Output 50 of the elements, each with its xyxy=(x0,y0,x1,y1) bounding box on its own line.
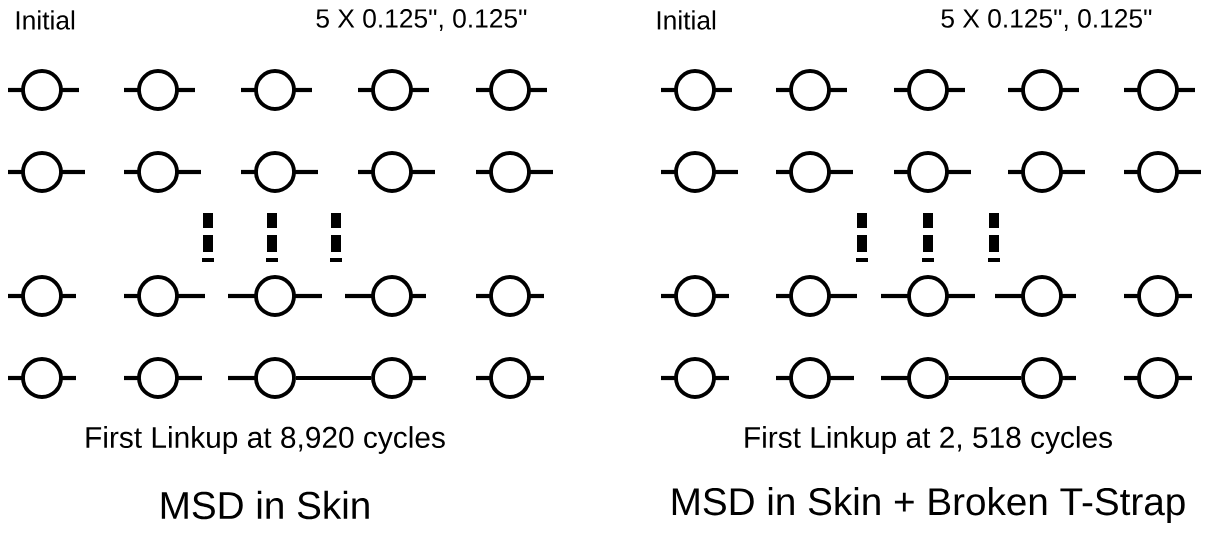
linkup-crack xyxy=(948,375,1022,381)
rivet-hole xyxy=(674,151,716,193)
rivet-hole xyxy=(137,357,179,399)
rivet-hole xyxy=(254,357,296,399)
rivet-hole xyxy=(1137,275,1179,317)
rivet-hole xyxy=(1021,275,1063,317)
rivet-hole xyxy=(1021,151,1063,193)
rivet-hole xyxy=(254,275,296,317)
rivet-hole xyxy=(489,357,531,399)
rivet-hole xyxy=(371,151,413,193)
rivet-hole xyxy=(674,69,716,111)
rivet-hole xyxy=(137,151,179,193)
hole-dimension: 5 X 0.125", 0.125" xyxy=(316,9,527,31)
rivet-hole xyxy=(21,151,63,193)
rivet-hole xyxy=(371,357,413,399)
rivet-hole xyxy=(907,69,949,111)
rivet-hole xyxy=(1137,151,1179,193)
rivet-hole xyxy=(137,69,179,111)
rivet-hole xyxy=(254,69,296,111)
panel-label: Initial xyxy=(657,10,716,30)
rivet-hole xyxy=(21,275,63,317)
rivet-hole xyxy=(1021,357,1063,399)
rivet-hole xyxy=(789,275,831,317)
rivet-hole xyxy=(371,69,413,111)
rivet-hole xyxy=(1021,69,1063,111)
rivet-hole xyxy=(254,151,296,193)
rivet-hole xyxy=(789,357,831,399)
result-note: First Linkup at 2, 518 cycles xyxy=(745,426,1112,454)
linkup-crack xyxy=(295,375,372,381)
rivet-hole xyxy=(137,275,179,317)
rivet-hole xyxy=(489,151,531,193)
rivet-hole xyxy=(489,275,531,317)
rivet-hole xyxy=(674,357,716,399)
panel-title: MSD in Skin xyxy=(161,490,369,520)
rivet-hole xyxy=(21,357,63,399)
rivet-hole xyxy=(489,69,531,111)
rivet-hole xyxy=(907,275,949,317)
rivet-hole xyxy=(789,151,831,193)
rivet-hole xyxy=(371,275,413,317)
rivet-hole xyxy=(21,69,63,111)
rivet-hole xyxy=(789,69,831,111)
rivet-hole xyxy=(907,357,949,399)
rivet-hole xyxy=(1137,357,1179,399)
rivet-hole xyxy=(674,275,716,317)
hole-dimension: 5 X 0.125", 0.125" xyxy=(941,9,1152,31)
rivet-hole xyxy=(907,151,949,193)
panel-label: Initial xyxy=(16,10,75,30)
result-note: First Linkup at 8,920 cycles xyxy=(86,426,445,454)
panel-title: MSD in Skin + Broken T-Strap xyxy=(672,487,1185,523)
rivet-hole xyxy=(1137,69,1179,111)
